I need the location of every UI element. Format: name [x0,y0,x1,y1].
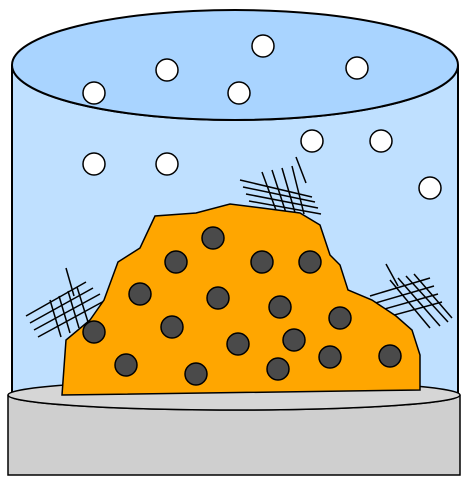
container-top [11,9,459,121]
free-particle [155,58,179,82]
free-particle [418,176,442,200]
embedded-particle [268,295,292,319]
embedded-particle [114,353,138,377]
free-particle [82,81,106,105]
free-particle [300,129,324,153]
embedded-particle [82,320,106,344]
embedded-particle [266,357,290,381]
embedded-particle [250,250,274,274]
embedded-particle [164,250,188,274]
free-particle [251,34,275,58]
embedded-particle [298,250,322,274]
free-particle [82,152,106,176]
lattice-mark [239,156,322,222]
embedded-particle [160,315,184,339]
embedded-particle [378,344,402,368]
embedded-particle [184,362,208,386]
embedded-particle [328,306,352,330]
free-particle [227,81,251,105]
embedded-particle [201,226,225,250]
embedded-particle [206,286,230,310]
free-particle [345,56,369,80]
embedded-particles [82,226,402,386]
free-particle [155,152,179,176]
embedded-particle [282,328,306,352]
embedded-particle [318,345,342,369]
free-particle [369,129,393,153]
lattice-mark [369,263,453,329]
embedded-particle [128,282,152,306]
lattice-mark [25,267,107,338]
free-particles [82,34,442,200]
embedded-particle [226,332,250,356]
